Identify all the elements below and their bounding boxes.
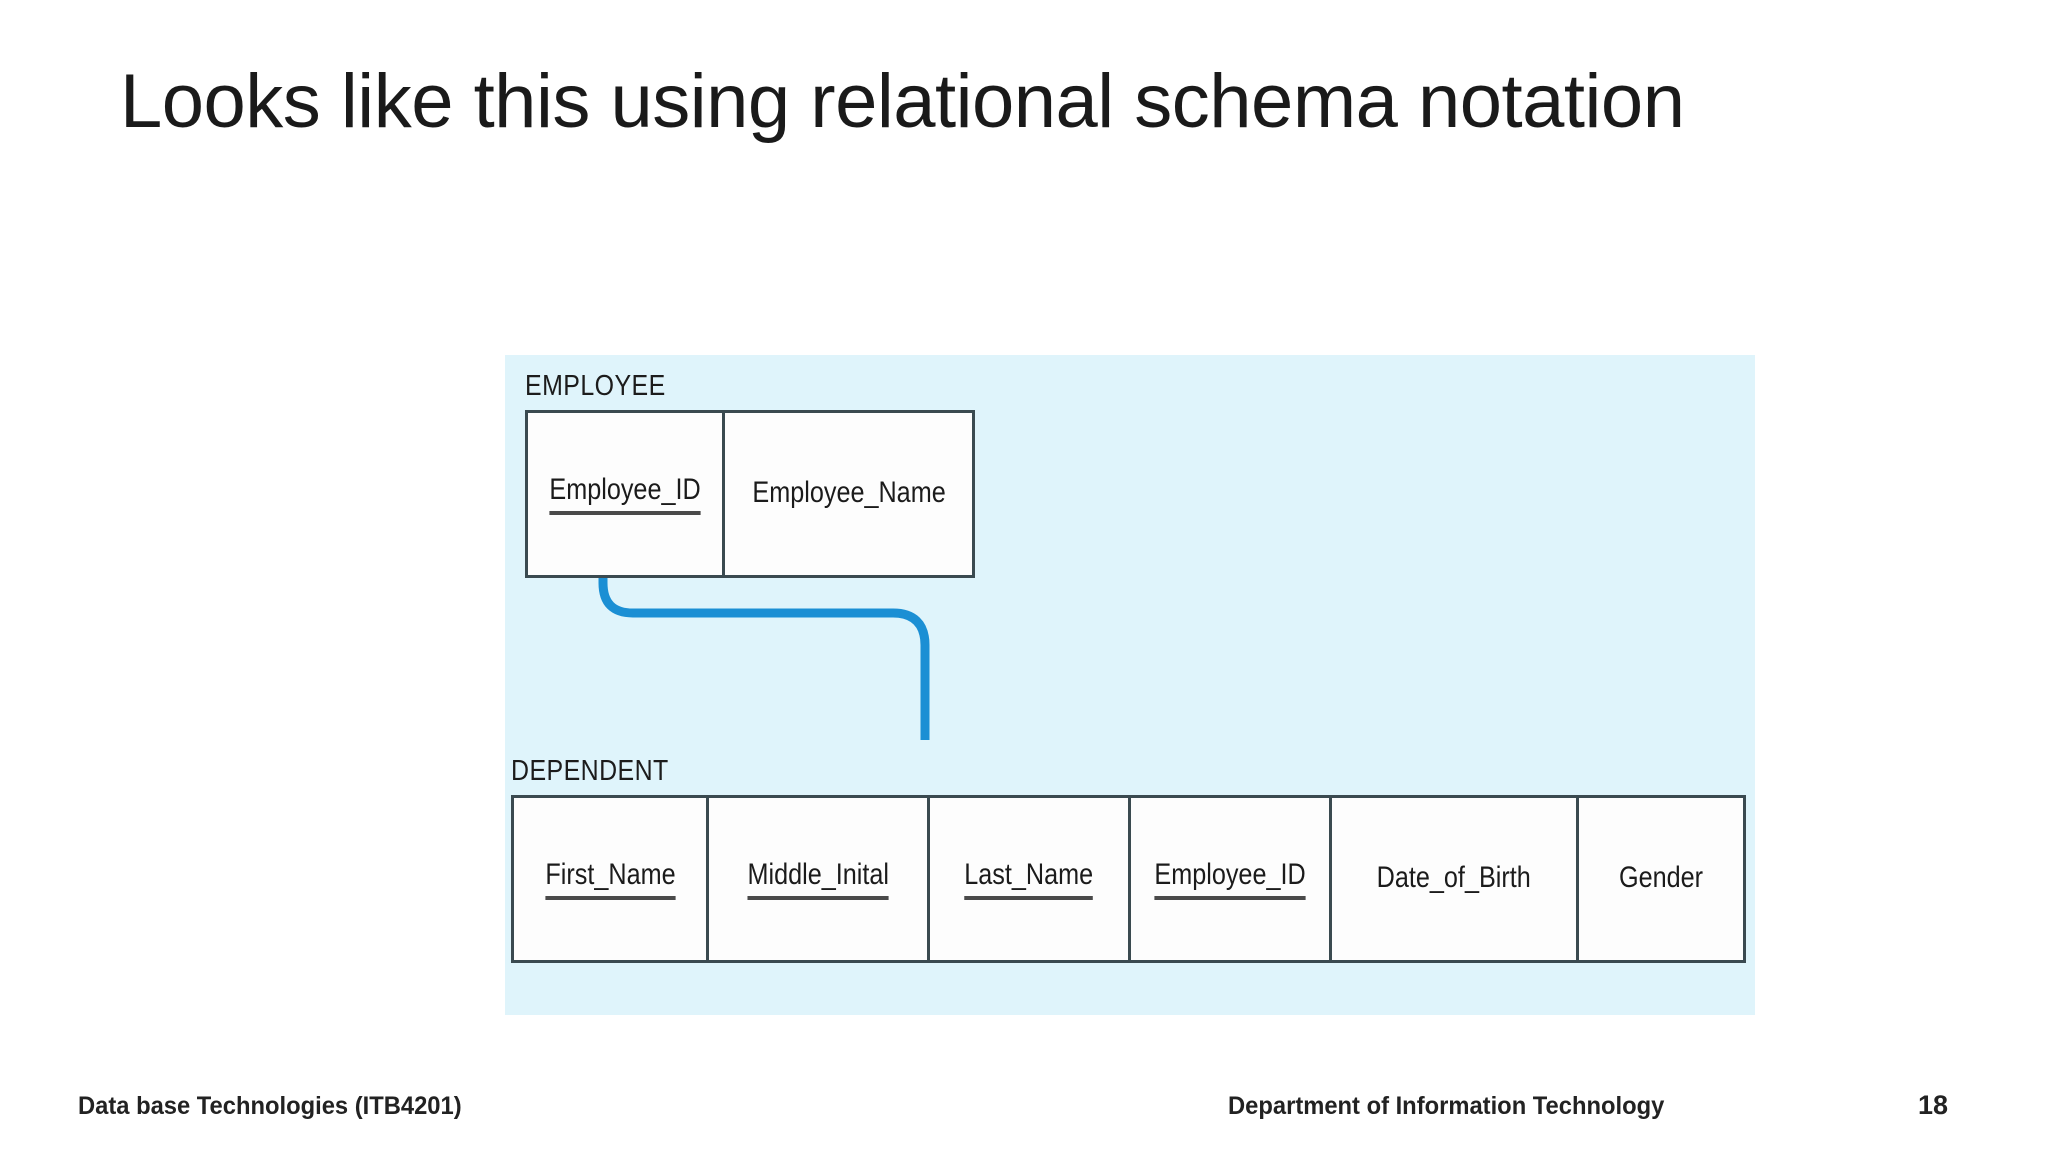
attribute-table-employee: Employee_ID Employee_Name <box>525 410 975 578</box>
attribute-cell-last-name[interactable]: Last_Name <box>929 798 1131 960</box>
relational-schema-diagram: EMPLOYEE Employee_ID Employee_Name DEPEN… <box>505 355 1755 1015</box>
attribute-label-date-of-birth: Date_of_Birth <box>1376 860 1531 894</box>
attribute-cell-dependent-employee-id[interactable]: Employee_ID <box>1130 798 1332 960</box>
attribute-cell-gender[interactable]: Gender <box>1578 798 1743 960</box>
page-title: Looks like this using relational schema … <box>120 59 1685 144</box>
attribute-cell-middle-inital[interactable]: Middle_Inital <box>709 798 930 960</box>
attribute-label-dependent-employee-id: Employee_ID <box>1154 858 1306 900</box>
attribute-table-dependent: First_Name Middle_Inital Last_Name Emplo… <box>511 795 1746 963</box>
attribute-label-employee-name: Employee_Name <box>752 475 946 509</box>
relation-name-employee: EMPLOYEE <box>525 370 666 402</box>
footer-course-label: Data base Technologies (ITB4201) <box>78 1092 462 1120</box>
attribute-label-middle-inital: Middle_Inital <box>747 858 889 900</box>
attribute-cell-first-name[interactable]: First_Name <box>514 798 710 960</box>
attribute-label-gender: Gender <box>1618 860 1703 894</box>
footer-department-label: Department of Information Technology <box>1228 1092 1665 1120</box>
attribute-cell-employee-id[interactable]: Employee_ID <box>528 413 726 575</box>
relation-name-dependent: DEPENDENT <box>511 755 669 787</box>
attribute-cell-date-of-birth[interactable]: Date_of_Birth <box>1332 798 1579 960</box>
relation-employee: EMPLOYEE Employee_ID Employee_Name <box>525 370 975 578</box>
attribute-label-employee-id: Employee_ID <box>549 473 701 515</box>
attribute-label-last-name: Last_Name <box>964 858 1094 900</box>
attribute-label-first-name: First_Name <box>544 858 676 900</box>
attribute-cell-employee-name[interactable]: Employee_Name <box>725 413 972 575</box>
slide-number: 18 <box>1918 1090 1949 1120</box>
relation-dependent: DEPENDENT First_Name Middle_Inital Last_… <box>511 755 1746 963</box>
